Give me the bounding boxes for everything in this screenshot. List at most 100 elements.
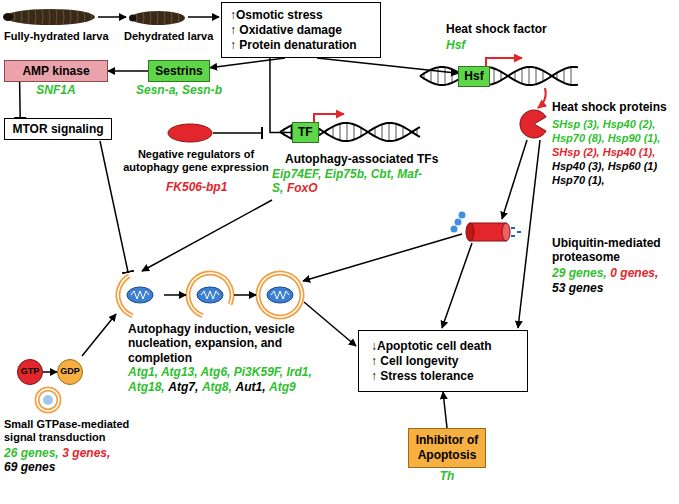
gene-name: Atg8, xyxy=(202,380,232,394)
larva-segments xyxy=(150,11,151,24)
dna-helix xyxy=(382,124,383,139)
gene-name: Atg9 xyxy=(269,380,296,394)
proteasome xyxy=(451,212,522,242)
gene-list: 29 genes,0 genes, xyxy=(552,266,662,280)
dna-helix xyxy=(389,123,390,141)
group-label: Negative regulators of autophagy gene ex… xyxy=(116,148,276,174)
flow-arrow xyxy=(98,16,219,18)
proteasome xyxy=(511,228,521,236)
gene-list: 26 genes,3 genes, xyxy=(4,446,114,460)
dna-helix xyxy=(438,67,439,84)
pathway-line xyxy=(502,140,527,219)
larva-segments xyxy=(21,11,22,23)
node-text: ↑ Protein denaturation xyxy=(230,38,357,53)
gene-name: Aut1, xyxy=(235,380,265,394)
autophagosome xyxy=(252,267,308,323)
gene-name: 3 genes, xyxy=(62,446,110,460)
larva-segments xyxy=(77,11,78,23)
autophagosome xyxy=(201,291,219,299)
dna-helix xyxy=(280,67,578,141)
gtp-circle: GTP xyxy=(17,359,43,385)
larva-fully-hydrated xyxy=(5,9,95,25)
pathway-line xyxy=(164,294,186,296)
node-text: ↑ Cell longevity xyxy=(371,354,458,369)
autophagosome xyxy=(267,287,293,303)
larva-segments xyxy=(91,15,92,20)
dna-helix xyxy=(445,67,446,85)
connector xyxy=(317,58,458,73)
gene-list: Atg18,Atg7,Atg8,Aut1,Atg9 xyxy=(128,380,299,394)
node-text: TF xyxy=(298,125,313,140)
larva-label: Fully-hydrated larva xyxy=(4,30,109,43)
dna-helix xyxy=(280,123,420,141)
larva-segments xyxy=(28,10,29,24)
gene-name: 26 genes, xyxy=(4,446,59,460)
larva-segments xyxy=(63,9,64,24)
dna-helix xyxy=(494,68,495,83)
node-text: MTOR signaling xyxy=(12,122,103,137)
negative-regulator xyxy=(168,124,262,142)
larva-segments xyxy=(171,12,172,24)
connector xyxy=(43,371,57,373)
gene-list: SHsp (2), Hsp40 (1), xyxy=(552,146,655,159)
pathway-line xyxy=(518,140,540,328)
connector xyxy=(270,58,292,133)
dna-helix xyxy=(403,127,404,138)
gene-name: Hsf xyxy=(446,38,465,52)
autophagosome xyxy=(112,267,168,323)
dna-helix xyxy=(333,127,334,138)
node-text: ↑Osmotic stress xyxy=(230,8,323,23)
pathway-line xyxy=(142,200,272,271)
group-label: Heat shock proteins xyxy=(552,100,667,114)
larva-segments xyxy=(70,10,71,24)
pathway-line xyxy=(442,243,472,328)
gene-name: 0 genes, xyxy=(610,266,658,280)
vesicle xyxy=(37,389,59,411)
gene-name: SNF1A xyxy=(36,83,75,98)
vesicle xyxy=(37,389,59,411)
negative-regulator xyxy=(213,132,262,134)
larva-segments xyxy=(84,12,85,22)
group-label: Autophagy-associated TFs xyxy=(285,152,438,166)
autophagosome xyxy=(182,267,238,323)
larva-dehydrated xyxy=(129,15,137,22)
dna-helix xyxy=(522,68,523,83)
autophagosome xyxy=(252,267,308,323)
dna-helix xyxy=(529,67,530,85)
node-text: ↓Apoptotic cell death xyxy=(371,339,492,354)
larva-segments xyxy=(157,11,158,25)
inhibitor-box: Inhibitor of ApoptosisTh xyxy=(408,428,486,468)
outcome-box: ↓Apoptotic cell death↑ Cell longevity↑ S… xyxy=(358,330,528,392)
connector xyxy=(19,82,21,118)
dna-helix xyxy=(347,123,348,141)
gene-list: Eip74EF, Eip75b, Cbt, Maf-S,FoxO xyxy=(272,167,457,196)
group-label: Ubiquitin-mediated proteasome xyxy=(552,236,677,265)
dna-helix xyxy=(452,69,453,83)
flow-arrow xyxy=(98,16,126,18)
group-label: Autophagy induction, vesicle nucleation,… xyxy=(128,322,338,365)
node-text: GTP xyxy=(21,366,40,377)
connector xyxy=(443,392,447,428)
factor-label: Heat shock factor xyxy=(446,22,547,36)
group-label: Small GTPase-mediated signal transductio… xyxy=(4,418,139,444)
dna-helix xyxy=(564,69,565,83)
dna-helix xyxy=(536,68,537,84)
flow-arrow xyxy=(188,16,219,18)
factor-box: TF xyxy=(292,122,319,143)
factor-box: Hsf xyxy=(458,66,490,87)
dna-helix xyxy=(431,70,432,83)
gene-name: Th xyxy=(440,469,455,484)
pathway-line xyxy=(304,302,356,346)
gene-count: 53 genes xyxy=(552,281,603,295)
vesicle xyxy=(43,395,53,405)
larva-fully-hydrated xyxy=(3,13,13,21)
larva-segments xyxy=(49,9,50,25)
pathway-line xyxy=(234,294,256,296)
gene-list: Atg1, Atg13, Atg6, Pi3K59F, Ird1, xyxy=(128,365,312,379)
node-text: Sestrins xyxy=(155,64,202,79)
pathway-line xyxy=(100,141,128,272)
larva-dehydrated xyxy=(129,11,185,25)
dna-helix xyxy=(354,124,355,139)
gene-name: Sesn-a, Sesn-b xyxy=(136,83,222,98)
node-text: ↑ Oxidative damage xyxy=(230,23,342,38)
